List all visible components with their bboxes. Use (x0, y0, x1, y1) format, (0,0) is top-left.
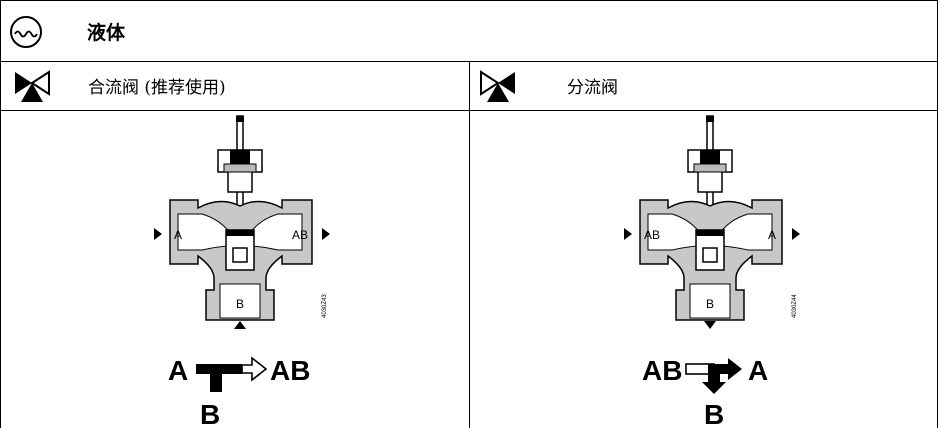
page-title: 液体 (87, 22, 126, 44)
outlet-arrow-a (792, 228, 800, 240)
flow-arrow-down (702, 382, 726, 394)
inlet-arrow-a (154, 228, 162, 240)
mixing-flow-diagram: A AB B (168, 355, 310, 428)
flow-target-label: AB (270, 355, 310, 386)
port-label-a: A (174, 228, 182, 242)
table-column-divider (469, 61, 470, 428)
liquid-icon (10, 16, 42, 48)
flow-bottom-label: B (704, 399, 724, 428)
mixing-valve-symbol-icon (15, 70, 50, 102)
mixing-valve-label: 合流阀 (推荐使用) (88, 78, 226, 98)
port-label-b: B (236, 297, 244, 311)
flow-source-label: AB (642, 355, 682, 386)
flow-bar-mid (714, 364, 728, 374)
table-left-border (0, 0, 1, 428)
outlet-arrow-b (704, 321, 716, 329)
flow-bar-down (210, 364, 222, 392)
flow-bottom-label: B (200, 399, 220, 428)
drawing-code: 4030Z43 (322, 294, 328, 318)
flow-arrow-out (728, 358, 742, 380)
diverting-valve-drawing: AB A B 4030Z44 (624, 115, 800, 329)
drawing-code: 4030Z44 (792, 294, 798, 318)
inlet-arrow-b (234, 321, 246, 329)
table-top-border (0, 0, 938, 1)
flow-source-label: A (168, 355, 188, 386)
mixing-valve-drawing: A AB B 4030Z43 (154, 115, 330, 329)
diverting-valve-label: 分流阀 (567, 78, 618, 98)
flow-bar-down (708, 364, 720, 384)
port-label-a: A (768, 228, 776, 242)
outlet-arrow-ab (322, 228, 330, 240)
diverting-flow-diagram: AB A B (642, 355, 768, 428)
inlet-arrow-ab (624, 228, 632, 240)
diverting-valve-symbol-icon (480, 70, 515, 102)
port-label-ab: AB (292, 228, 308, 242)
flow-arrow-out (241, 356, 268, 382)
port-label-ab: AB (644, 228, 660, 242)
port-label-b: B (706, 297, 714, 311)
flow-target-label: A (748, 355, 768, 386)
